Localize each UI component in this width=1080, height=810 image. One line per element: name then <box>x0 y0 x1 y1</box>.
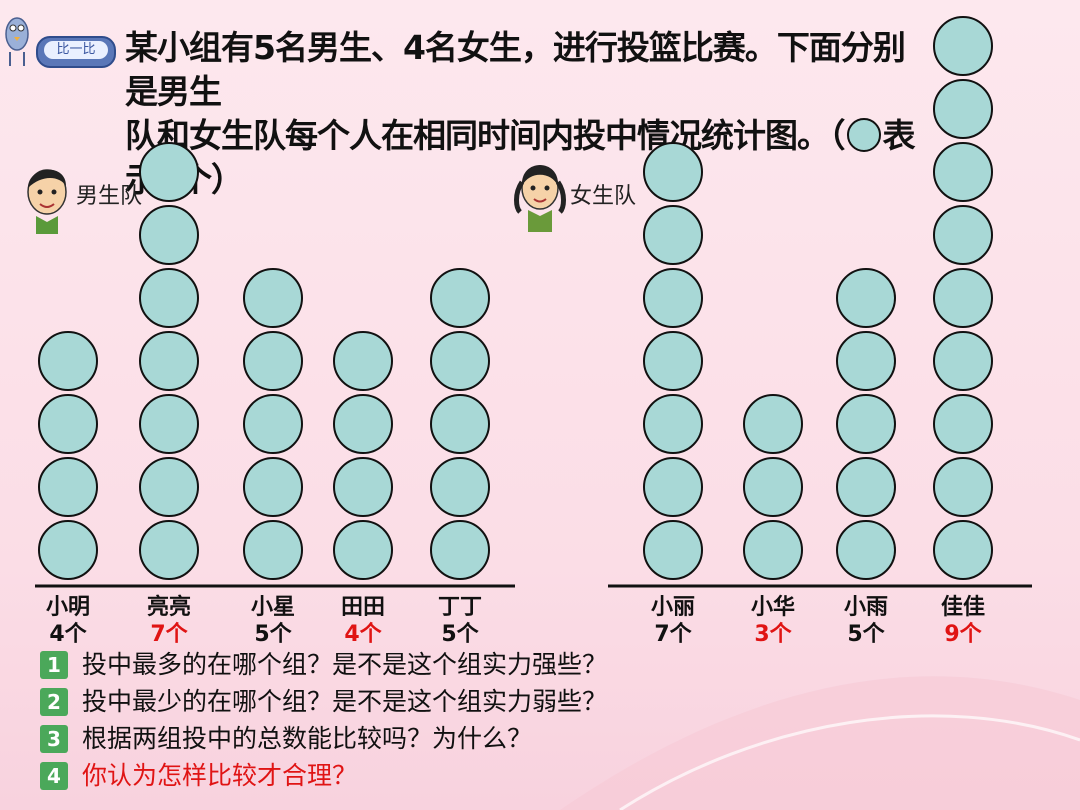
boys-circle-丁丁 <box>430 268 490 328</box>
girls-circle-小华 <box>743 394 803 454</box>
question-2-text: 投中最少的在哪个组？是不是这个组实力弱些？ <box>82 687 608 716</box>
boys-circle-丁丁 <box>430 331 490 391</box>
boys-value-label: 7个 <box>150 622 188 647</box>
boys-value-label: 4个 <box>344 622 382 647</box>
boys-circle-丁丁 <box>430 394 490 454</box>
girl-avatar-icon <box>514 165 566 232</box>
badge-label: 比一比 <box>44 41 108 59</box>
girls-circle-佳佳 <box>933 268 993 328</box>
girls-circle-小雨 <box>836 331 896 391</box>
girls-category-label: 小丽 <box>651 595 695 620</box>
girls-category-label: 小雨 <box>844 595 888 620</box>
girls-circle-小华 <box>743 457 803 517</box>
girls-value-label: 5个 <box>847 622 885 647</box>
girls-circle-小丽 <box>643 205 703 265</box>
boys-circle-田田 <box>333 394 393 454</box>
girls-circle-佳佳 <box>933 205 993 265</box>
boys-circle-小星 <box>243 457 303 517</box>
circle-legend-icon <box>846 118 881 152</box>
question-4: 4 你认为怎样比较才合理？ <box>40 758 357 794</box>
boys-circle-丁丁 <box>430 520 490 580</box>
boys-circle-田田 <box>333 457 393 517</box>
girls-value-label: 7个 <box>654 622 692 647</box>
boys-circle-小星 <box>243 394 303 454</box>
question-1: 1 投中最多的在哪个组？是不是这个组实力强些？ <box>40 647 607 683</box>
girls-circle-小丽 <box>643 520 703 580</box>
boys-category-label: 田田 <box>341 595 385 620</box>
question-4-text: 你认为怎样比较才合理？ <box>82 761 358 790</box>
boys-circle-田田 <box>333 331 393 391</box>
girls-category-label: 佳佳 <box>941 595 985 620</box>
boys-category-label: 小星 <box>251 595 295 620</box>
boys-circle-小明 <box>38 457 98 517</box>
boys-circle-亮亮 <box>139 142 199 202</box>
boys-category-label: 小明 <box>46 595 90 620</box>
question-1-text: 投中最多的在哪个组？是不是这个组实力强些？ <box>82 650 608 679</box>
girls-team-label: 女生队 <box>570 184 637 209</box>
boys-value-label: 5个 <box>441 622 479 647</box>
boys-circle-小明 <box>38 394 98 454</box>
boys-category-label: 丁丁 <box>438 595 482 620</box>
girls-circle-佳佳 <box>933 394 993 454</box>
boy-avatar-icon <box>27 169 67 234</box>
girls-circle-小雨 <box>836 520 896 580</box>
girls-circle-小雨 <box>836 394 896 454</box>
boys-circle-田田 <box>333 520 393 580</box>
title-line-2-a: 队和女生队每个人在相同时间内投中情况统计图。（ <box>125 116 845 155</box>
girls-circle-佳佳 <box>933 142 993 202</box>
boys-circle-亮亮 <box>139 205 199 265</box>
boys-category-label: 亮亮 <box>147 594 191 620</box>
girls-circle-佳佳 <box>933 457 993 517</box>
boys-circle-小星 <box>243 268 303 328</box>
boys-circle-小星 <box>243 520 303 580</box>
boys-value-label: 4个 <box>49 622 87 647</box>
girls-circle-佳佳 <box>933 520 993 580</box>
boys-circle-小明 <box>38 520 98 580</box>
question-3-number: 3 <box>40 725 68 753</box>
question-2: 2 投中最少的在哪个组？是不是这个组实力弱些？ <box>40 684 607 720</box>
question-3-text: 根据两组投中的总数能比较吗？为什么？ <box>82 724 533 753</box>
compare-badge: 比一比 <box>36 36 116 68</box>
boys-circle-亮亮 <box>139 457 199 517</box>
question-3: 3 根据两组投中的总数能比较吗？为什么？ <box>40 721 532 757</box>
girls-circle-小雨 <box>836 457 896 517</box>
boys-circle-小星 <box>243 331 303 391</box>
girls-circle-小丽 <box>643 394 703 454</box>
boys-team-label: 男生队 <box>76 184 143 209</box>
boys-circle-亮亮 <box>139 268 199 328</box>
question-2-number: 2 <box>40 688 68 716</box>
girls-value-label: 9个 <box>944 622 982 647</box>
boys-circle-丁丁 <box>430 457 490 517</box>
boys-circle-亮亮 <box>139 331 199 391</box>
question-4-number: 4 <box>40 762 68 790</box>
girls-circle-佳佳 <box>933 16 993 76</box>
girls-circle-小丽 <box>643 268 703 328</box>
girls-circle-小丽 <box>643 457 703 517</box>
girls-circle-佳佳 <box>933 331 993 391</box>
boys-circle-小明 <box>38 331 98 391</box>
girls-circle-佳佳 <box>933 79 993 139</box>
girls-circle-小丽 <box>643 142 703 202</box>
boys-circle-亮亮 <box>139 394 199 454</box>
girls-circle-小雨 <box>836 268 896 328</box>
title-line-1: 某小组有5名男生、4名女生，进行投篮比赛。下面分别是男生 <box>125 28 906 111</box>
question-1-number: 1 <box>40 651 68 679</box>
boys-value-label: 5个 <box>254 622 292 647</box>
girls-category-label: 小华 <box>751 594 795 620</box>
girls-value-label: 3个 <box>754 622 792 647</box>
girls-circle-小丽 <box>643 331 703 391</box>
girls-circle-小华 <box>743 520 803 580</box>
boys-circle-亮亮 <box>139 520 199 580</box>
mascot-icon <box>5 17 29 66</box>
